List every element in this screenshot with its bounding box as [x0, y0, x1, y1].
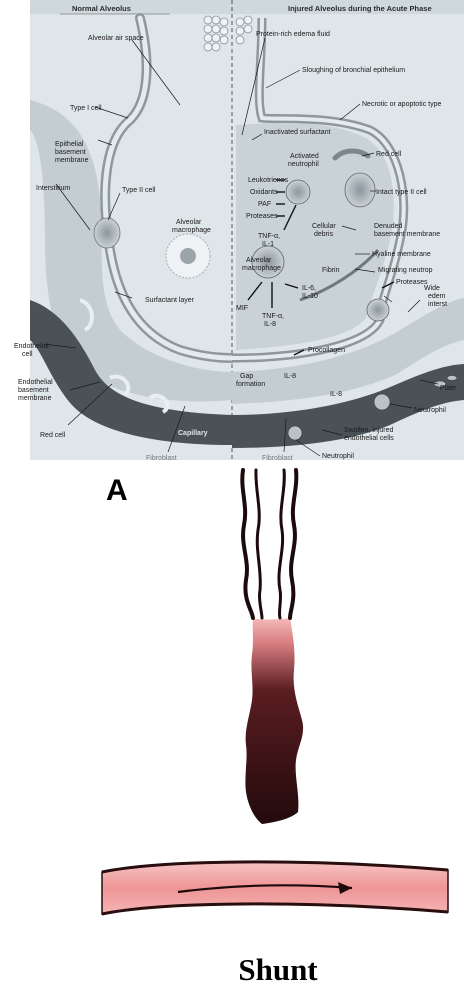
airway-wall-right [290, 470, 296, 618]
label-red-cell-left: Red cell [40, 432, 66, 439]
label-oxidants: Oxidants [250, 189, 278, 196]
caption-shunt: Shunt [238, 952, 318, 987]
label-type-i-cell: Type I cell [70, 105, 102, 112]
label-interstitium: Interstitium [36, 185, 70, 192]
label-fibroblast-right: Fibroblast [262, 455, 293, 462]
label-migrating-neutrophil: Migrating neutrop [378, 267, 433, 274]
intact-type-ii-cell [345, 173, 375, 207]
label-proteases-upper: Proteases [246, 213, 278, 220]
capillary-text: Capillary [178, 430, 208, 437]
label-fibroblast-left: Fibroblast [146, 455, 177, 462]
airway-wall-left [242, 470, 253, 618]
activated-neutrophil [286, 180, 310, 204]
label-paf: PAF [258, 201, 271, 208]
type-ii-cell-left [94, 218, 120, 248]
label-il8-a: IL-8 [284, 373, 296, 380]
label-intact-type-ii-cell: Intact type II cell [376, 189, 427, 196]
label-sloughing-bronchial-epithelium: Sloughing of bronchial epithelium [302, 67, 405, 74]
label-neutrophil-bottom: Neutrophil [322, 453, 354, 460]
blood-vessel [102, 862, 448, 914]
alveolus-panel: Normal Alveolus Injured Alveolus during … [14, 0, 464, 462]
label-surfactant-layer: Surfactant layer [145, 297, 195, 304]
migrating-neutrophil [367, 299, 389, 321]
label-il8-b: IL-8 [330, 391, 342, 398]
airway-flooded-region [245, 618, 303, 824]
airway-inner-left [256, 470, 262, 618]
header-normal-alveolus: Normal Alveolus [72, 4, 131, 13]
label-mif: MIF [236, 305, 248, 312]
label-type-ii-cell: Type II cell [122, 187, 156, 194]
label-red-cell-right: Red cell [376, 151, 402, 158]
label-cellular-debris: Cellulardebris [312, 223, 336, 238]
label-swollen-endothelial-cells: Swollen, injuredendothelial cells [344, 427, 394, 442]
label-activated-neutrophil: Activatedneutrophil [288, 153, 319, 168]
label-neutrophil-right: Neutrophil [414, 407, 446, 414]
label-necrotic-type-i-cell: Necrotic or apoptotic type [362, 101, 441, 108]
label-il6-il10: IL-6,IL-10 [302, 285, 318, 300]
label-inactivated-surfactant: Inactivated surfactant [264, 129, 331, 136]
label-endothelial-basement-membrane: Endothelialbasementmembrane [18, 379, 53, 402]
panel-letter: A [106, 474, 128, 507]
label-fibrin: Fibrin [322, 267, 340, 274]
header-injured-alveolus: Injured Alveolus during the Acute Phase [288, 4, 432, 13]
airway-inner-right [279, 470, 284, 618]
label-leukotrienes: Leukotrienes [248, 177, 289, 184]
label-platelets: Plate [440, 385, 456, 392]
airway-tube [242, 470, 303, 824]
label-procollagen: Procollagen [308, 347, 345, 354]
label-hyaline-membrane: Hyaline membrane [372, 251, 431, 258]
label-protein-rich-edema-fluid: Protein-rich edema fluid [256, 31, 330, 38]
label-alveolar-air-space: Alveolar air space [88, 35, 144, 42]
